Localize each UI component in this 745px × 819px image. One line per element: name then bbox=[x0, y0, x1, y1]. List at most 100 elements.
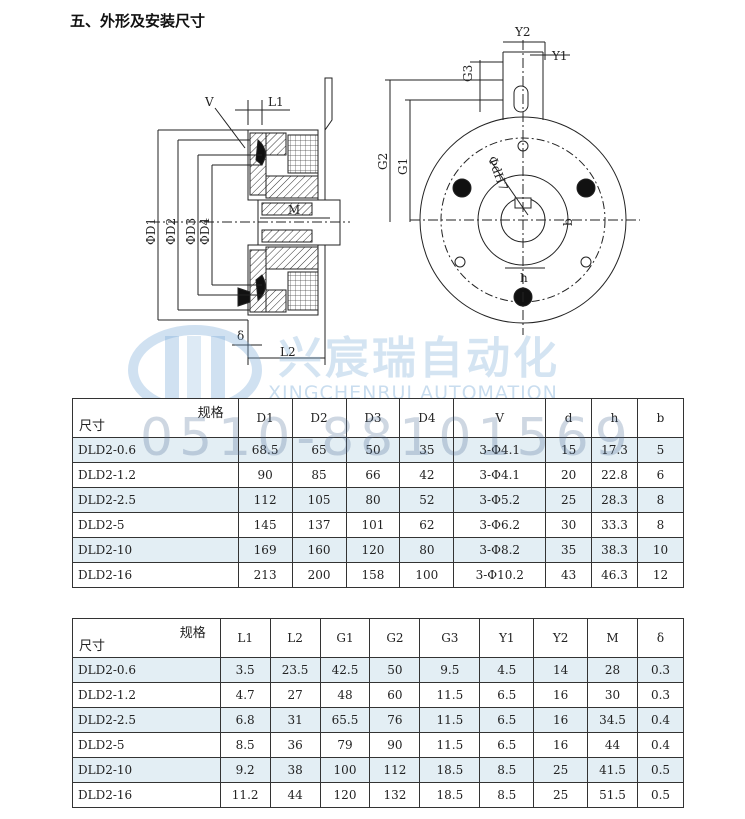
model-cell: DLD2-16 bbox=[72, 782, 221, 808]
value-cell: 18.5 bbox=[419, 757, 481, 783]
value-cell: 90 bbox=[237, 462, 293, 488]
value-cell: 6 bbox=[637, 462, 684, 488]
value-cell: 3-Φ8.2 bbox=[453, 537, 547, 563]
value-cell: 11.5 bbox=[419, 707, 481, 733]
value-cell: 8.5 bbox=[479, 757, 535, 783]
value-cell: 8 bbox=[637, 487, 684, 513]
label-g3: G3 bbox=[461, 65, 475, 82]
value-cell: 48 bbox=[319, 682, 371, 708]
value-cell: 79 bbox=[319, 732, 371, 758]
watermark-phone: 0510-88101569 bbox=[140, 408, 634, 468]
value-cell: 42.5 bbox=[319, 657, 371, 683]
model-cell: DLD2-0.6 bbox=[72, 657, 221, 683]
value-cell: 62 bbox=[399, 512, 455, 538]
side-section-view bbox=[150, 77, 350, 365]
value-cell: 44 bbox=[269, 782, 321, 808]
label-b: b bbox=[561, 218, 575, 226]
value-cell: 30 bbox=[587, 682, 638, 708]
label-l1: L1 bbox=[268, 95, 284, 109]
label-g1: G1 bbox=[396, 158, 410, 175]
table2-column-header: L2 bbox=[269, 618, 321, 658]
value-cell: 10 bbox=[637, 537, 684, 563]
model-cell: DLD2-1.2 bbox=[72, 462, 239, 488]
clutch-technical-drawing: V L1 M δ L2 ΦD1 ΦD2 ΦD3 ΦD4 bbox=[144, 25, 640, 365]
section-heading: 五、外形及安装尺寸 bbox=[70, 12, 206, 30]
table2-column-header: L1 bbox=[219, 618, 271, 658]
label-l2: L2 bbox=[280, 345, 296, 359]
value-cell: 0.3 bbox=[637, 657, 684, 683]
value-cell: 105 bbox=[291, 487, 347, 513]
table1-column-header: D3 bbox=[345, 398, 401, 438]
table1-column-header: D1 bbox=[237, 398, 293, 438]
label-d3: ΦD3 bbox=[184, 218, 198, 245]
table2-column-header: Y2 bbox=[533, 618, 589, 658]
value-cell: 169 bbox=[237, 537, 293, 563]
value-cell: 43 bbox=[545, 562, 593, 588]
label-g2: G2 bbox=[376, 153, 390, 170]
value-cell: 25 bbox=[545, 487, 593, 513]
value-cell: 27 bbox=[269, 682, 321, 708]
value-cell: 34.5 bbox=[587, 707, 638, 733]
value-cell: 76 bbox=[369, 707, 421, 733]
value-cell: 18.5 bbox=[419, 782, 481, 808]
value-cell: 28 bbox=[587, 657, 638, 683]
value-cell: 14 bbox=[533, 657, 589, 683]
value-cell: 3-Φ4.1 bbox=[453, 462, 547, 488]
label-d1: ΦD1 bbox=[144, 218, 158, 245]
corner-label-spec: 规格 bbox=[179, 626, 206, 641]
label-m: M bbox=[288, 203, 300, 217]
model-cell: DLD2-1.2 bbox=[72, 682, 221, 708]
value-cell: 65.5 bbox=[319, 707, 371, 733]
corner-label-spec: 规格 bbox=[197, 406, 224, 421]
label-d4: ΦD4 bbox=[198, 218, 212, 245]
value-cell: 90 bbox=[369, 732, 421, 758]
table2-column-header: G3 bbox=[419, 618, 481, 658]
value-cell: 8 bbox=[637, 512, 684, 538]
value-cell: 42 bbox=[399, 462, 455, 488]
value-cell: 4.7 bbox=[219, 682, 271, 708]
value-cell: 51.5 bbox=[587, 782, 638, 808]
value-cell: 132 bbox=[369, 782, 421, 808]
value-cell: 200 bbox=[291, 562, 347, 588]
model-cell: DLD2-2.5 bbox=[72, 707, 221, 733]
value-cell: 100 bbox=[399, 562, 455, 588]
model-cell: DLD2-10 bbox=[72, 537, 239, 563]
label-d2: ΦD2 bbox=[164, 218, 178, 245]
value-cell: 0.5 bbox=[637, 782, 684, 808]
value-cell: 4.5 bbox=[479, 657, 535, 683]
value-cell: 8.5 bbox=[219, 732, 271, 758]
value-cell: 0.5 bbox=[637, 757, 684, 783]
corner-label-size: 尺寸 bbox=[79, 639, 106, 654]
value-cell: 3-Φ10.2 bbox=[453, 562, 547, 588]
value-cell: 30 bbox=[545, 512, 593, 538]
model-cell: DLD2-2.5 bbox=[72, 487, 239, 513]
value-cell: 0.4 bbox=[637, 707, 684, 733]
value-cell: 6.8 bbox=[219, 707, 271, 733]
value-cell: 44 bbox=[587, 732, 638, 758]
value-cell: 5 bbox=[637, 437, 684, 463]
table2-column-header: G1 bbox=[319, 618, 371, 658]
value-cell: 158 bbox=[345, 562, 401, 588]
value-cell: 6.5 bbox=[479, 732, 535, 758]
value-cell: 80 bbox=[345, 487, 401, 513]
value-cell: 52 bbox=[399, 487, 455, 513]
table1-corner-cell: 规格尺寸 bbox=[72, 398, 239, 438]
table2-column-header: Y1 bbox=[479, 618, 535, 658]
value-cell: 0.3 bbox=[637, 682, 684, 708]
table2-column-header: G2 bbox=[369, 618, 421, 658]
value-cell: 28.3 bbox=[591, 487, 638, 513]
label-y2: Y2 bbox=[514, 25, 531, 39]
value-cell: 11.2 bbox=[219, 782, 271, 808]
value-cell: 137 bbox=[291, 512, 347, 538]
